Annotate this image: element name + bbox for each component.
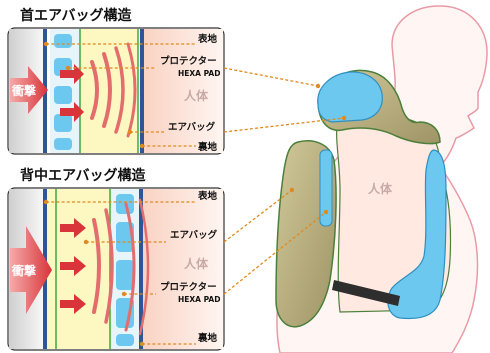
- neck-label-lining: 裏地: [197, 141, 218, 153]
- waist-strap: [332, 280, 400, 306]
- back-label-airbag: エアバッグ: [170, 229, 218, 241]
- back-force-arrow: [60, 294, 86, 314]
- back-structure-panel: 背中エアバッグ構造 衝撃 人体 表地 エ: [7, 167, 329, 351]
- back-impact-arrow: [10, 226, 52, 314]
- neck-label-hexa: HEXA PAD: [178, 69, 220, 78]
- back-label-outer: 表地: [197, 190, 218, 202]
- neck-leader-lines: [43, 41, 347, 149]
- back-body-label: 人体: [184, 256, 209, 271]
- hexa-cell: [116, 260, 134, 290]
- neck-force-arrow: [60, 102, 84, 122]
- neck-protector-shape: [317, 71, 383, 123]
- hexa-cell: [54, 114, 72, 132]
- back-body-zone: [143, 189, 223, 349]
- neck-body-label: 人体: [184, 88, 209, 103]
- back-shock-waves: [92, 198, 150, 336]
- figure-body-label: 人体: [368, 181, 393, 196]
- back-leader-lines: [43, 187, 329, 347]
- neck-shock-waves: [90, 42, 137, 138]
- back-lining-layer: [139, 189, 143, 349]
- back-label-protector: プロテクター: [160, 281, 217, 293]
- side-protector-shape: [387, 149, 447, 320]
- back-section-title: 背中エアバッグ構造: [20, 167, 145, 184]
- back-force-arrow: [60, 256, 86, 276]
- neck-structure-panel: 首エアバッグ構造 衝撃 人体: [7, 7, 347, 155]
- hexa-cell: [54, 138, 72, 150]
- back-force-arrow: [60, 218, 86, 238]
- hexa-cell: [54, 86, 72, 104]
- back-label-hexa: HEXA PAD: [178, 295, 220, 304]
- neck-force-arrow: [60, 64, 84, 84]
- neck-lining-layer: [140, 29, 144, 153]
- neck-section-title: 首エアバッグ構造: [20, 7, 131, 24]
- neck-impact-arrow: [10, 66, 48, 114]
- hexa-cell: [54, 34, 72, 48]
- neck-label-outer: 表地: [197, 33, 218, 45]
- back-impact-label: 衝撃: [11, 263, 36, 278]
- neck-impact-label: 衝撃: [11, 83, 36, 98]
- hexa-cell: [116, 334, 134, 346]
- hexa-cell: [116, 222, 134, 252]
- neck-label-airbag: エアバッグ: [168, 121, 216, 133]
- back-protector-shape: [319, 149, 333, 227]
- back-label-lining: 裏地: [197, 332, 218, 344]
- rider-figure: 人体: [275, 5, 488, 353]
- neck-label-protector: プロテクター: [160, 55, 217, 67]
